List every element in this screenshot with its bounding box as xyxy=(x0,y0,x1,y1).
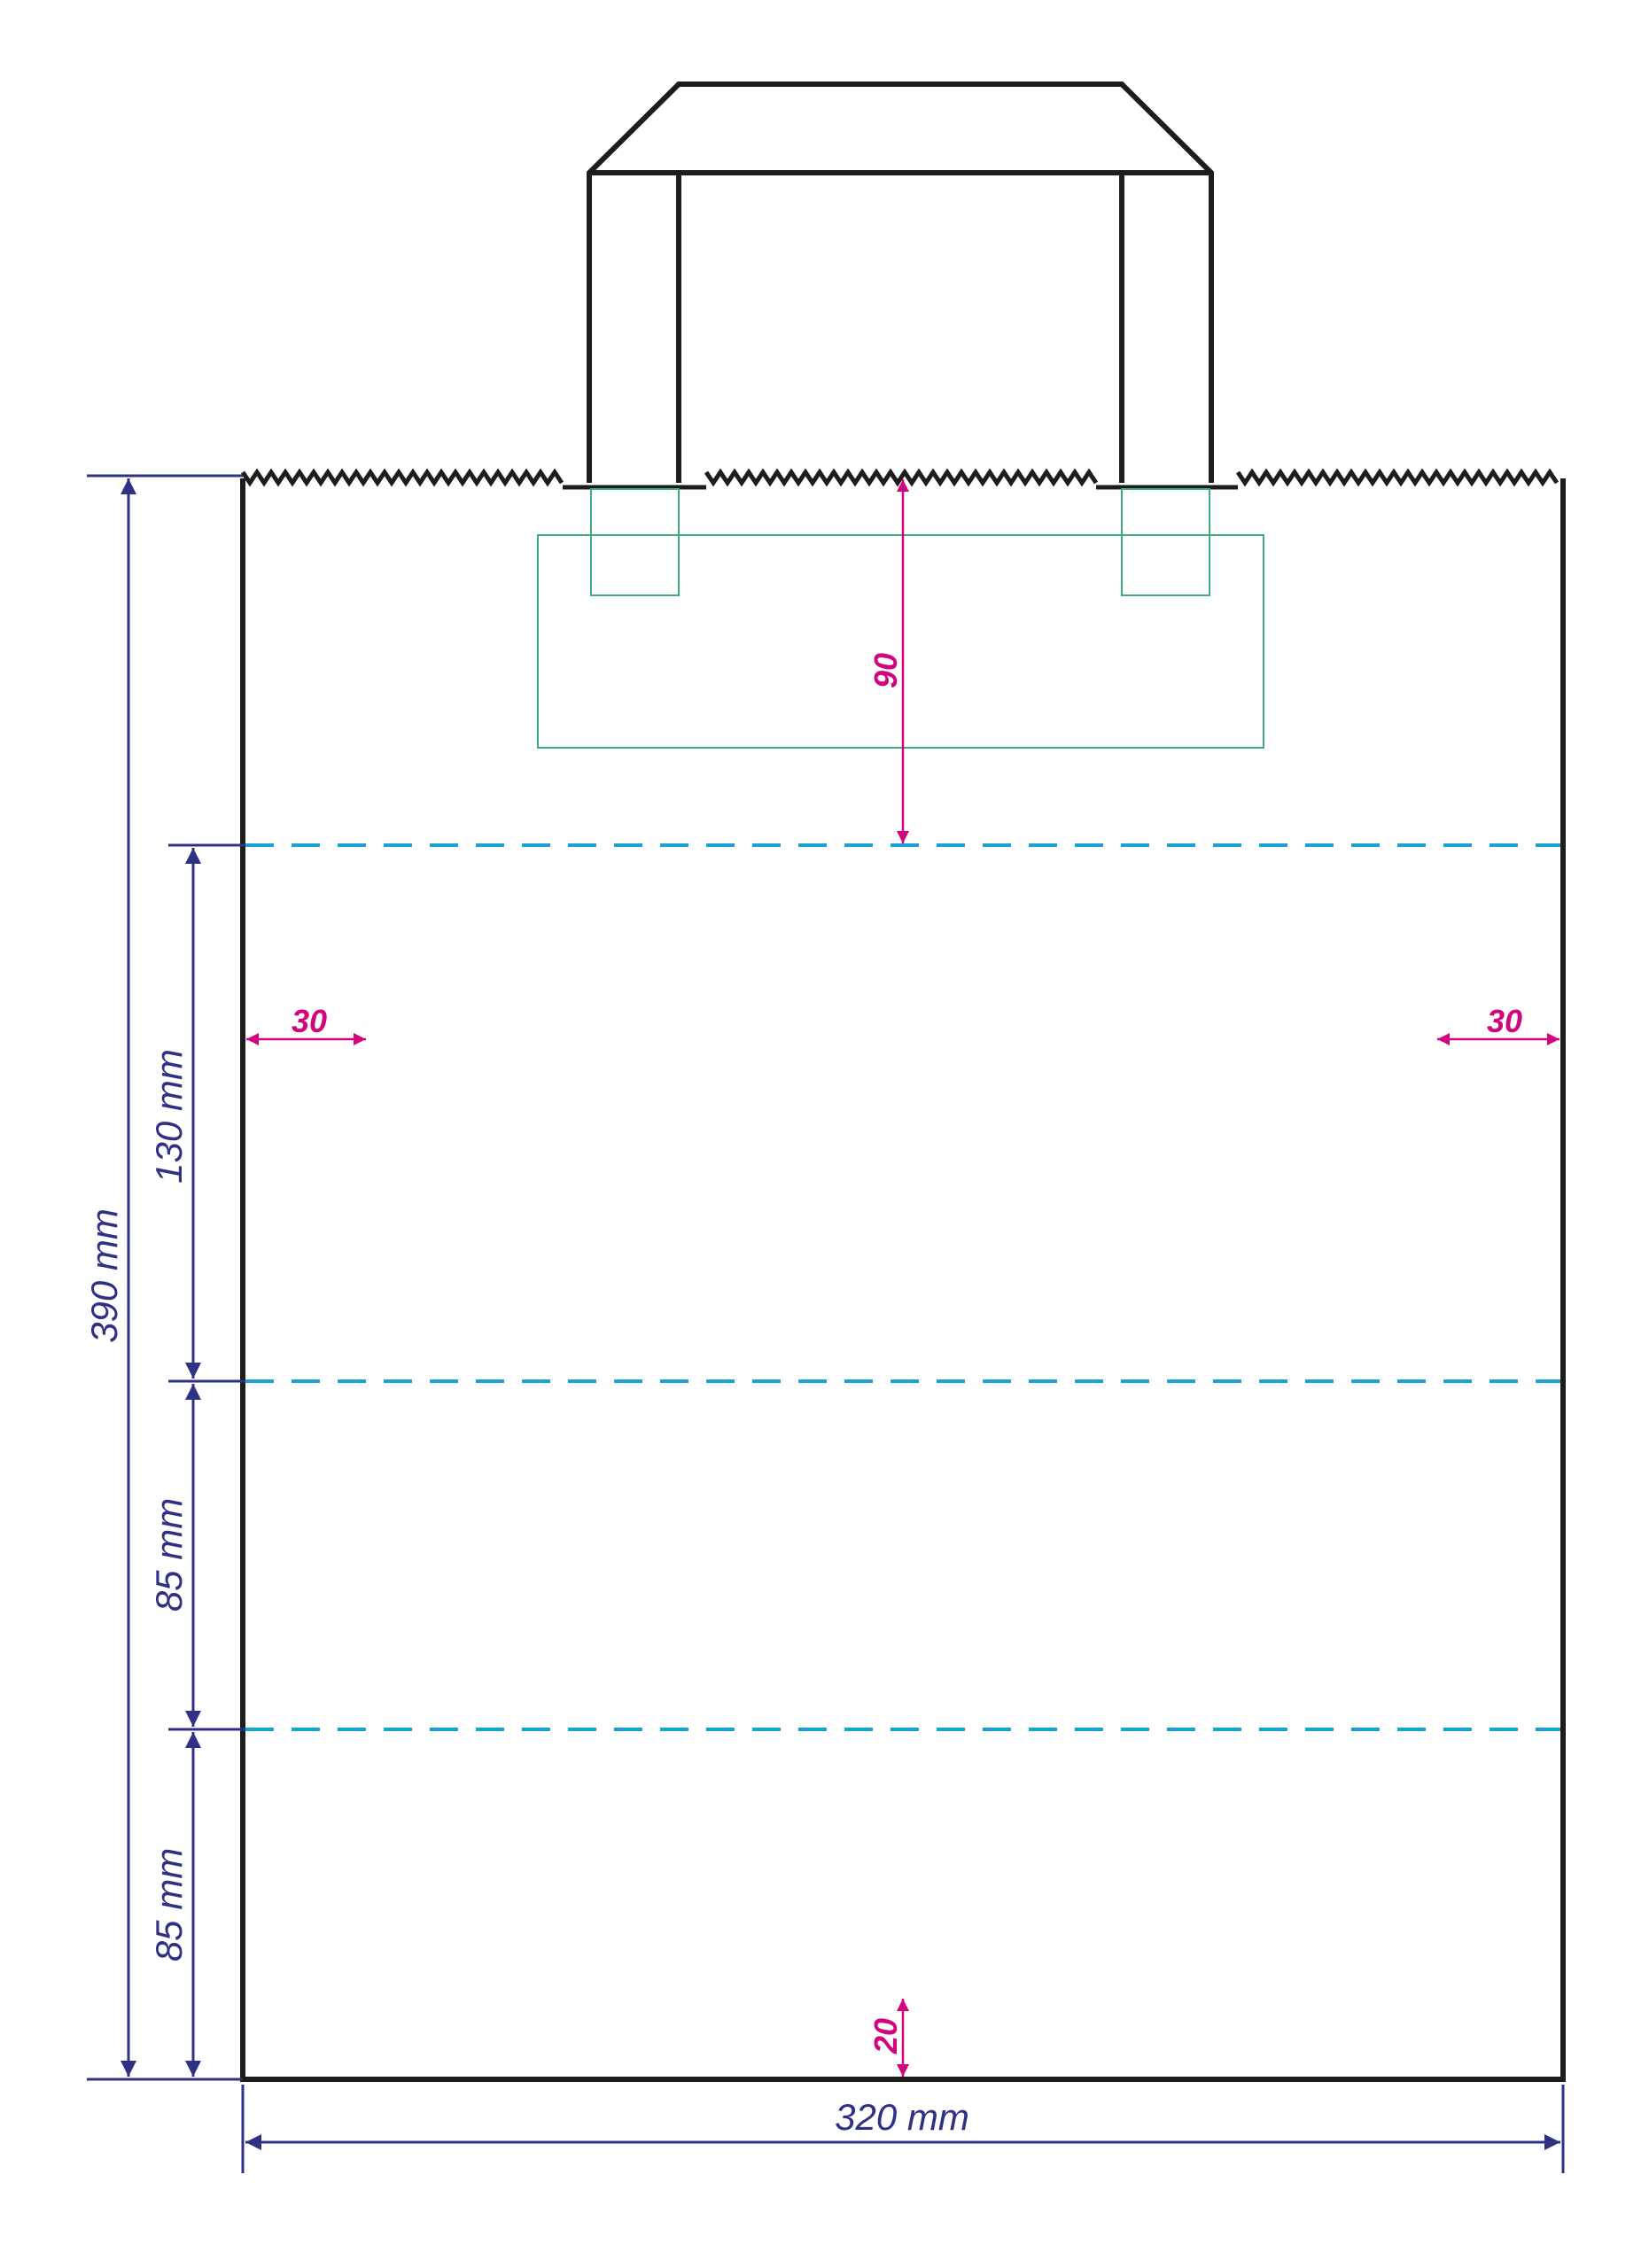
serrated-top-edge xyxy=(240,468,1560,490)
width-label: 320 mm xyxy=(835,2096,969,2138)
height-label: 390 mm xyxy=(83,1208,125,1343)
handle-patch-left xyxy=(590,488,680,596)
bag-handle xyxy=(587,82,1214,483)
margin-right-label: 30 xyxy=(1487,1003,1522,1039)
section-middle-label: 85 mm xyxy=(148,1498,190,1612)
fold-lines xyxy=(245,843,1560,1731)
handle-top-outline xyxy=(587,82,1214,483)
margin-top-label: 90 xyxy=(867,653,904,688)
print-area-rect xyxy=(537,534,1264,749)
section-bottom-label: 85 mm xyxy=(148,1848,190,1961)
margin-bottom-label: 20 xyxy=(867,2018,904,2054)
dimension-lines xyxy=(87,474,1565,2173)
section-top-label: 130 mm xyxy=(148,1049,190,1184)
margin-indicators xyxy=(246,479,1560,2077)
bag-body-outline xyxy=(240,478,1566,2082)
margin-left-label: 30 xyxy=(292,1003,327,1039)
zigzag-left xyxy=(240,468,564,487)
zigzag-right xyxy=(1235,468,1560,487)
zigzag-middle xyxy=(704,468,1099,487)
print-area xyxy=(537,488,1264,749)
handle-patch-right xyxy=(1121,488,1210,596)
